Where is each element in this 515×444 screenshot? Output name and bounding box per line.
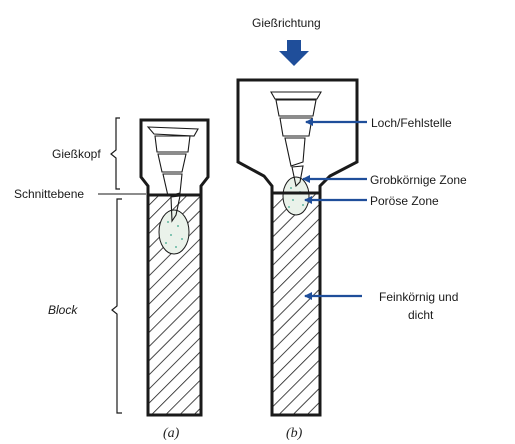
label-poroes: Poröse Zone [370,194,439,208]
pouring-direction-label: Gießrichtung [252,16,321,30]
brace-giesskopf-icon [110,117,120,190]
ingot-b-outline [236,78,359,417]
label-giesskopf: Gießkopf [52,147,101,161]
label-feinkoernig-line2: dicht [408,308,434,322]
pouring-direction-arrow-icon [279,40,309,66]
ingot-b-block [272,193,320,415]
ingot-a-pore-dots [165,221,183,248]
ingot-a [139,118,210,417]
label-feinkoernig-line1: Feinkörnig und [379,290,458,304]
caption-a: (a) [163,426,180,441]
brace-block-icon [111,198,122,414]
label-loch: Loch/Fehlstelle [371,116,452,130]
label-schnittebene: Schnittebene [14,187,84,201]
ingot-b-porous-zone [282,176,310,216]
label-grobkoernig: Grobkörnige Zone [370,173,467,187]
ingot-a-porous-zone [158,209,190,255]
ingot-a-shrinkage-cavity [146,126,199,223]
caption-b: (b) [286,426,303,441]
ingot-b [236,78,359,417]
label-block: Block [48,303,78,317]
ingot-a-outline [139,118,210,417]
ingot-b-shrinkage-cavity [270,91,322,188]
